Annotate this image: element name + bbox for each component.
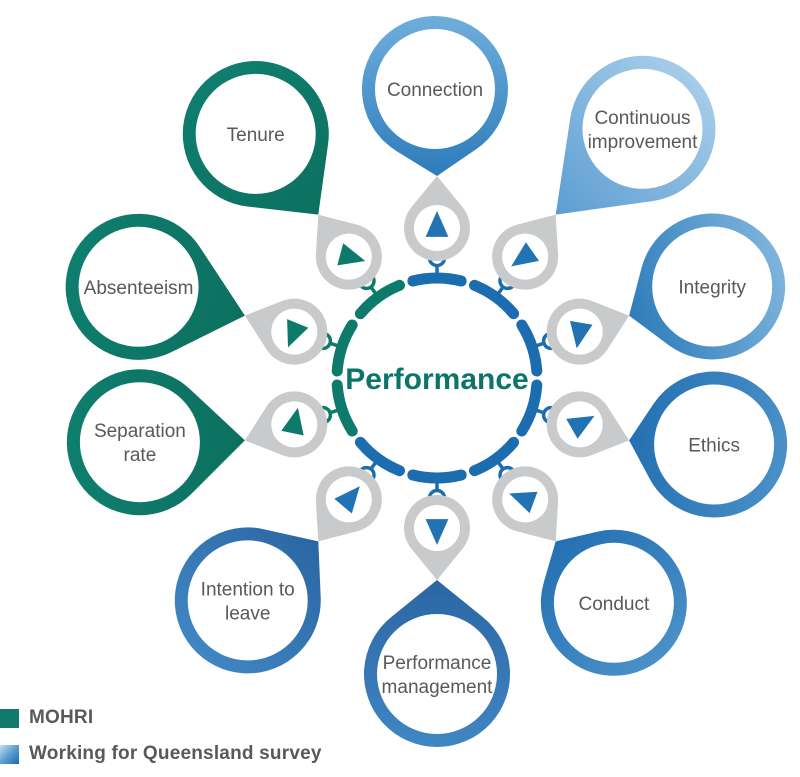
triangle-icon-performance-management [425, 519, 449, 545]
mohri-swatch-icon [0, 708, 19, 728]
spoke-conduct: Conduct [469, 436, 687, 676]
ring-dash-continuous-improvement [469, 279, 520, 320]
balloon-circle-continuous-improvement [582, 68, 703, 189]
balloon-label-absenteeism: Absenteeism [84, 278, 194, 299]
ring-dash-tenure [354, 279, 405, 320]
triangle-icon-integrity [570, 320, 593, 349]
balloon-circle-integrity [652, 226, 773, 347]
center-label: Performance [345, 363, 528, 396]
ring-dash-connection [407, 272, 467, 287]
legend-item-mohri: MOHRI [0, 707, 322, 728]
legend: MOHRI Working for Queensland survey [0, 707, 322, 764]
balloon-circle-ethics [654, 384, 775, 505]
triangle-icon-intention-to-leave [334, 486, 360, 514]
spoke-integrity: Integrity [516, 213, 786, 377]
balloon-circle-performance-management [377, 614, 497, 734]
balloon-circle-separation-rate [79, 382, 200, 503]
ring-dash-absenteeism [331, 319, 358, 377]
triangle-icon-conduct [509, 491, 538, 514]
spoke-connection: Connection [361, 16, 508, 287]
wfq-swatch-icon [0, 744, 19, 764]
ring-dash-ethics [516, 379, 543, 437]
legend-label-wfq: Working for Queensland survey [29, 743, 322, 764]
spoke-tenure: Tenure [182, 60, 405, 320]
balloon-circle-absenteeism [78, 226, 199, 347]
ring-dash-conduct [469, 436, 520, 477]
balloon-label-conduct: Conduct [579, 594, 650, 615]
balloon-circle-intention-to-leave [187, 540, 308, 661]
legend-label-mohri: MOHRI [29, 707, 94, 728]
triangle-icon-absenteeism [287, 319, 309, 348]
balloon-circle-conduct [553, 542, 674, 663]
triangle-icon-separation-rate [281, 407, 304, 436]
ring-dash-separation-rate [331, 379, 358, 437]
balloon-label-connection: Connection [387, 80, 483, 101]
balloon-label-integrity: Integrity [678, 278, 746, 299]
ring-dash-integrity [516, 319, 543, 377]
balloon-circle-tenure [195, 73, 316, 194]
triangle-icon-connection [425, 211, 449, 237]
spoke-absenteeism: Absenteeism [65, 213, 358, 377]
legend-item-wfq: Working for Queensland survey [0, 743, 322, 764]
triangle-icon-continuous-improvement [511, 242, 539, 267]
triangle-icon-ethics [566, 415, 595, 439]
spoke-ethics: Ethics [516, 371, 788, 518]
balloon-label-tenure: Tenure [227, 125, 285, 146]
balloon-label-ethics: Ethics [688, 436, 740, 457]
triangle-icon-tenure [337, 243, 366, 266]
ring-dash-performance-management [407, 469, 467, 484]
balloon-circle-connection [375, 29, 495, 149]
ring-dash-intention-to-leave [354, 436, 405, 477]
